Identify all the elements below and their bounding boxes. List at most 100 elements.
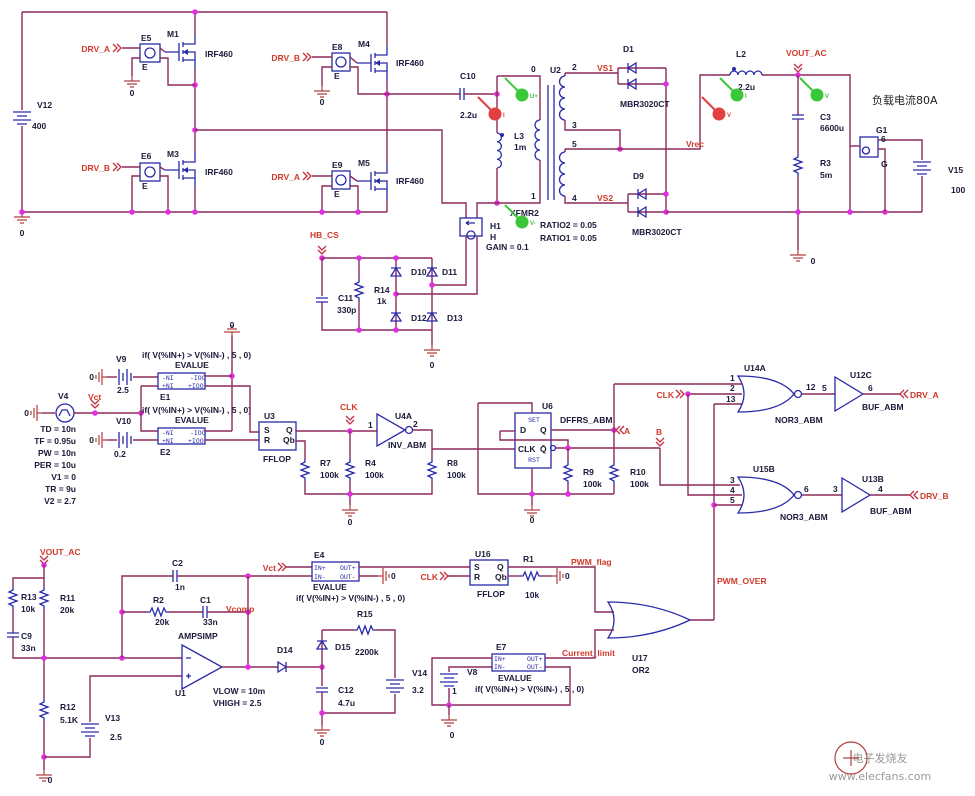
ground-icon — [314, 86, 330, 98]
label-oscillator-R4: R4 — [365, 458, 376, 468]
label-power_stage-M4: M4 — [358, 39, 370, 49]
label-logic-U12C_pins-0: 5 — [822, 383, 827, 393]
controlled-source-box — [139, 43, 161, 63]
label-output_stage-L2_value: 2.2u — [738, 82, 755, 92]
label-oscillator-U4A_model: INV_ABM — [388, 440, 426, 450]
wire — [44, 738, 91, 758]
label-logic-U15B_pins-2: 5 — [730, 495, 735, 505]
label-power_stage-DRV_A: DRV_A — [81, 44, 110, 54]
current-sensor-icon — [465, 220, 476, 240]
label-common-fflop: FFLOP — [477, 589, 505, 599]
battery-symbol — [913, 161, 931, 175]
wire — [89, 675, 182, 722]
probe-label: V- — [530, 221, 536, 227]
pulse-wave-icon — [58, 409, 71, 417]
label-logic-U15B: U15B — [753, 464, 775, 474]
label-feedback-V8: V8 — [467, 667, 478, 677]
probe-icon — [730, 88, 744, 102]
probe-icon — [810, 88, 824, 102]
label-power_stage-DRV_B: DRV_B — [271, 53, 300, 63]
label-feedback-V13_value: 2.5 — [110, 732, 122, 742]
label-output_stage-VOUT_AC: VOUT_AC — [786, 48, 827, 58]
label-oscillator-V10_value: 0.2 — [114, 449, 126, 459]
net-flag-chevron — [909, 490, 919, 500]
label-logic-U14A_pins-1: 2 — [730, 383, 735, 393]
label-oscillator-pins-m_ioo: -IOO — [190, 430, 206, 437]
wire — [432, 236, 467, 286]
label-oscillator-V10: V10 — [116, 416, 131, 426]
label-output_stage-load_note: 负载电流80A — [872, 93, 938, 107]
label-oscillator-U4A: U4A — [395, 411, 412, 421]
label-logic-B: B — [656, 427, 662, 437]
junction-node — [356, 255, 362, 261]
junction-node — [393, 327, 399, 333]
label-oscillator-U4A_in: 1 — [368, 420, 373, 430]
label-current_sense-R14_value: 1k — [377, 296, 387, 306]
label-oscillator-pins-p_ioo: +IOO — [188, 383, 204, 390]
label-oscillator-CLK: CLK — [421, 572, 439, 582]
label-current_sense-D10: D10 — [411, 267, 427, 277]
net-flag-chevron — [655, 437, 665, 447]
diode-symbol — [636, 187, 647, 201]
capacitor-symbol — [316, 687, 328, 693]
label-power_stage-E8: E8 — [332, 42, 343, 52]
diode-symbol — [636, 205, 647, 219]
ground-icon — [378, 568, 390, 584]
pulse-source-v4 — [55, 403, 75, 423]
label-oscillator-ff_pins-R: R — [474, 572, 480, 582]
label-current_sense-HB_CS: HB_CS — [310, 230, 339, 240]
label-feedback-C2_value: 1n — [175, 582, 185, 592]
probe-icon — [712, 107, 726, 121]
ground-label: 0 — [130, 88, 135, 98]
label-transformer-pin0: 0 — [531, 64, 536, 74]
label-oscillator-ff_pins-S: S — [264, 425, 270, 435]
label-feedback-VOUT_AC: VOUT_AC — [40, 547, 81, 557]
label-oscillator-R7: R7 — [320, 458, 331, 468]
junction-node — [529, 491, 535, 497]
junction-node — [347, 491, 353, 497]
polarity-dot — [732, 67, 736, 71]
label-transformer-H1_gain: GAIN = 0.1 — [486, 242, 529, 252]
label-feedback-C2: C2 — [172, 558, 183, 568]
label-output_stage-C3: C3 — [820, 112, 831, 122]
label-common-e_pin: E — [334, 189, 340, 199]
label-logic-u6_pins-SET: SET — [528, 417, 540, 424]
label-power_stage-E5: E5 — [141, 33, 152, 43]
wire — [659, 448, 740, 486]
label-feedback-C1: C1 — [200, 595, 211, 605]
label-transformer-U2: U2 — [550, 65, 561, 75]
wire — [448, 666, 492, 672]
label-power_stage-V12_value: 400 — [32, 121, 46, 131]
ground-icon — [124, 76, 140, 88]
mosfet-symbol — [357, 163, 388, 199]
junction-node — [92, 410, 98, 416]
pulse-param: V1 = 0 — [51, 472, 76, 482]
inductor-coil — [558, 75, 566, 121]
probe-stem — [719, 77, 735, 93]
probe-icon — [488, 107, 502, 121]
label-common-mosfet_model: IRF460 — [396, 176, 424, 186]
label-feedback-U16: U16 — [475, 549, 491, 559]
wire — [476, 160, 541, 218]
evalue-e4 — [311, 561, 360, 582]
ground-icon — [790, 250, 806, 262]
probe-stem — [504, 77, 520, 93]
diode-symbol — [315, 639, 329, 650]
label-output_stage-V15_value: 100 — [951, 185, 965, 195]
label-transformer-D9: D9 — [633, 171, 644, 181]
label-power_stage-M5: M5 — [358, 158, 370, 168]
label-power_stage-C10: C10 — [460, 71, 476, 81]
label-transformer-pin5: 5 — [572, 139, 577, 149]
label-feedback-V13: V13 — [105, 713, 120, 723]
label-common-r100k: 100k — [320, 470, 339, 480]
label-common-mosfet_model: IRF460 — [396, 58, 424, 68]
wire — [396, 236, 478, 295]
source-circle-icon — [335, 56, 347, 68]
label-transformer-pin1: 1 — [531, 191, 536, 201]
label-feedback-C9_value: 33n — [21, 643, 36, 653]
watermark-brand: 电子发烧友 — [853, 751, 908, 765]
diode-symbol — [626, 61, 637, 75]
label-common-formula: if( V(%IN+) > V(%IN-) , 5 , 0) — [475, 684, 584, 694]
junction-node — [192, 209, 198, 215]
